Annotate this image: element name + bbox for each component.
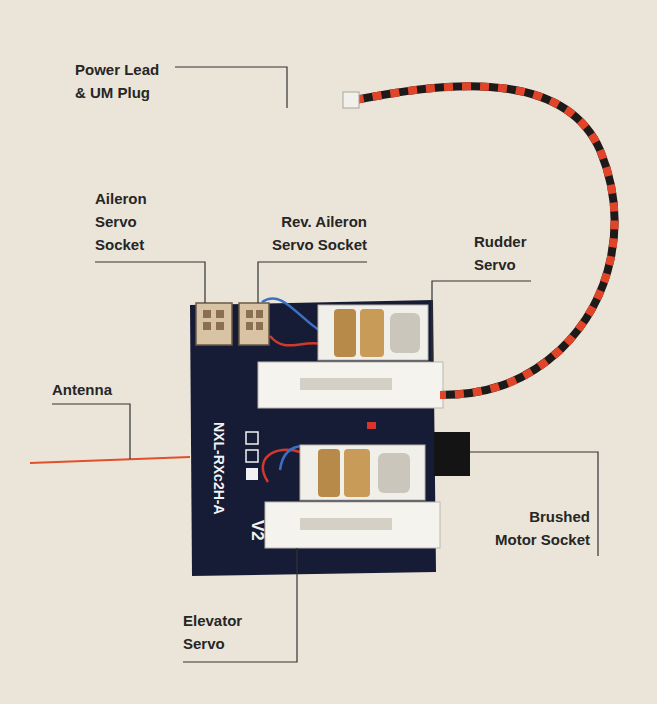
slider-slot — [300, 518, 392, 530]
servo-gear — [334, 309, 356, 357]
servo-wire — [262, 298, 322, 332]
servo-gear — [318, 449, 340, 497]
antenna-wire — [30, 457, 190, 463]
socket-pin — [246, 310, 253, 318]
board-version-text: V2 — [248, 520, 266, 541]
rev-aileron-socket — [239, 303, 269, 345]
leader-line — [258, 262, 367, 303]
socket-pin — [256, 310, 263, 318]
servo-gear — [344, 449, 370, 497]
socket-pin — [256, 322, 263, 330]
aileron-socket — [196, 303, 232, 345]
socket-pin — [246, 322, 253, 330]
brushed-motor-socket-label: Brushed Motor Socket — [490, 505, 590, 551]
leader-line — [175, 67, 287, 108]
rev-aileron-socket-label: Rev. Aileron Servo Socket — [252, 210, 367, 256]
servo-wire — [270, 336, 322, 345]
socket-pin — [203, 322, 211, 330]
board-marking — [246, 432, 258, 444]
rudder-servo-label: Rudder Servo — [474, 230, 536, 276]
socket-pin — [203, 310, 211, 318]
board-model-text: NXL-RXc2H-A — [210, 422, 228, 515]
board-marking — [246, 450, 258, 462]
leader-line — [432, 281, 531, 362]
board-marking — [246, 468, 258, 480]
motor-socket — [434, 432, 470, 476]
servo-gear — [360, 309, 384, 357]
antenna-label: Antenna — [52, 378, 132, 401]
elevator-servo-housing — [300, 445, 425, 500]
rudder-servo-housing — [318, 305, 428, 360]
power-lead-red — [355, 86, 615, 395]
status-led — [367, 422, 376, 429]
servo-motor — [378, 453, 410, 493]
power-lead-black — [355, 86, 615, 395]
socket-pin — [216, 322, 224, 330]
servo-motor — [390, 313, 420, 353]
socket-pin — [216, 310, 224, 318]
elevator-servo-slider — [265, 502, 440, 548]
um-plug — [343, 92, 359, 108]
elevator-servo-label: Elevator Servo — [183, 609, 258, 655]
slider-slot — [300, 378, 392, 390]
leader-line — [183, 548, 297, 662]
leader-line — [470, 452, 598, 556]
rudder-servo-slider — [258, 362, 443, 408]
power-lead-label: Power Lead & UM Plug — [75, 58, 167, 104]
leader-line — [95, 262, 205, 303]
leader-lines — [52, 67, 598, 662]
leader-line — [52, 404, 130, 459]
aileron-socket-label: Aileron Servo Socket — [95, 187, 157, 256]
